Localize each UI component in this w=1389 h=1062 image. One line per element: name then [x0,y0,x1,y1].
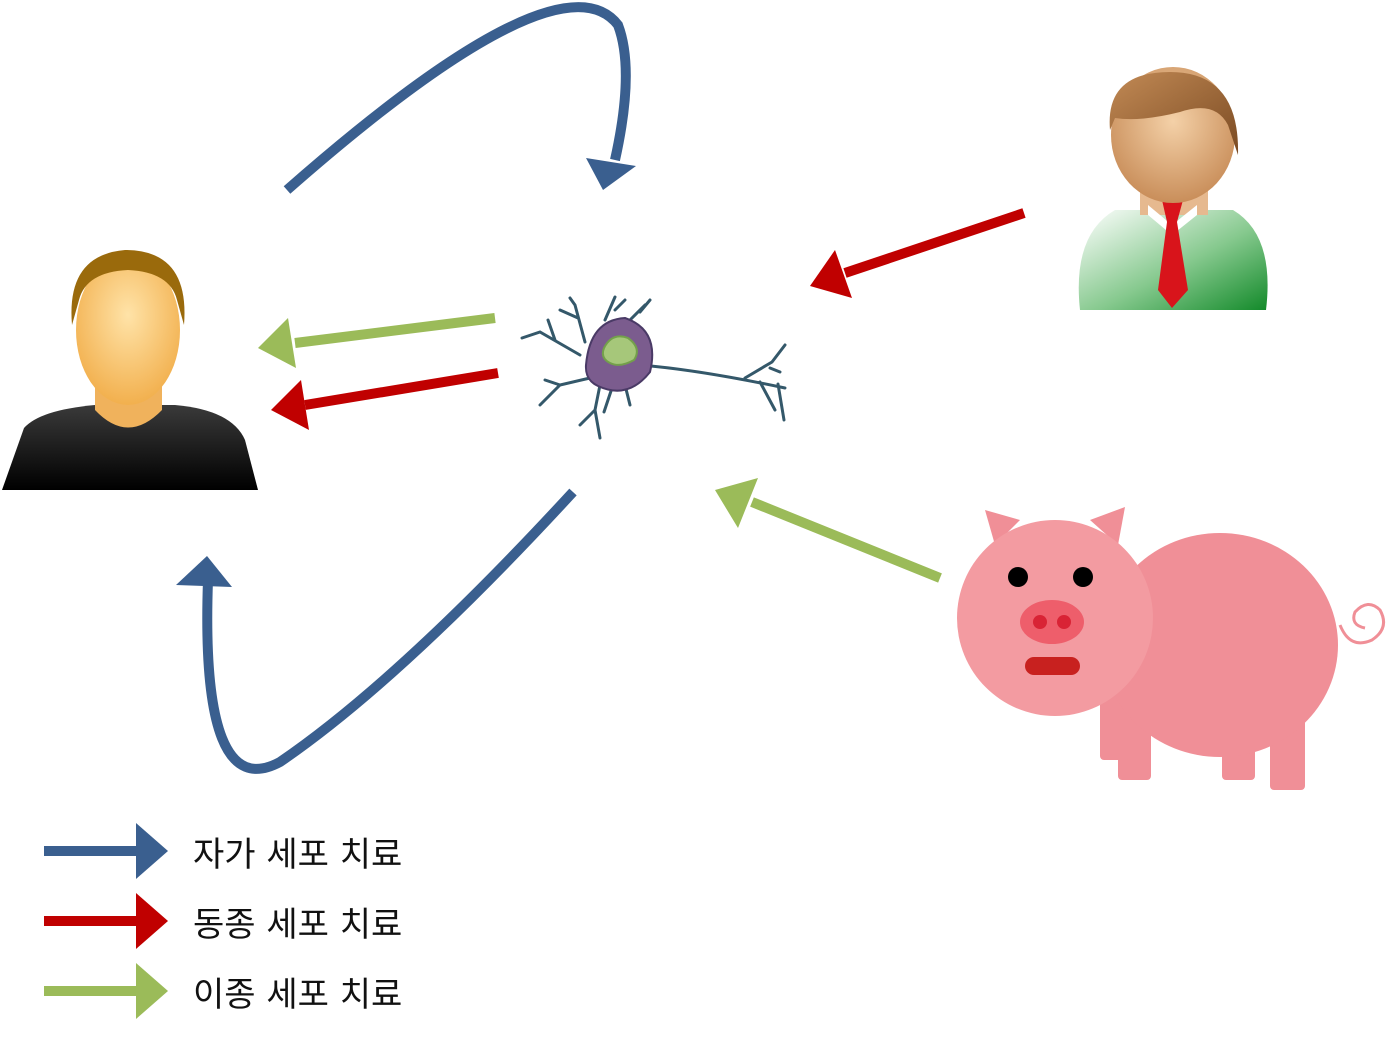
legend-label-allogeneic: 동종 세포 치료 [193,904,403,945]
legend-item-autologous: 자가 세포 치료 [40,823,402,879]
legend-item-xenogeneic: 이종 세포 치료 [40,963,402,1019]
xenogeneic-arrow-cell-to-patient [258,313,496,368]
legend-arrow-blue-icon [44,823,168,879]
donor-person-icon [1078,67,1268,310]
pig-icon [957,507,1386,790]
autologous-arrow-patient-to-cell [283,2,636,194]
autologous-arrow-cell-to-patient [176,488,577,774]
neuron-cell-icon [520,295,787,440]
patient-person-icon [2,250,258,490]
legend-arrow-green-icon [44,963,168,1019]
legend-label-xenogeneic: 이종 세포 치료 [193,974,403,1015]
legend-label-autologous: 자가 세포 치료 [193,834,403,875]
legend-item-allogeneic: 동종 세포 치료 [40,893,402,949]
allogeneic-arrow-cell-to-patient [271,368,499,430]
xenogeneic-arrow-pig-to-cell [715,478,942,583]
allogeneic-arrow-donor-to-cell [810,208,1026,298]
legend-arrow-red-icon [44,893,168,949]
